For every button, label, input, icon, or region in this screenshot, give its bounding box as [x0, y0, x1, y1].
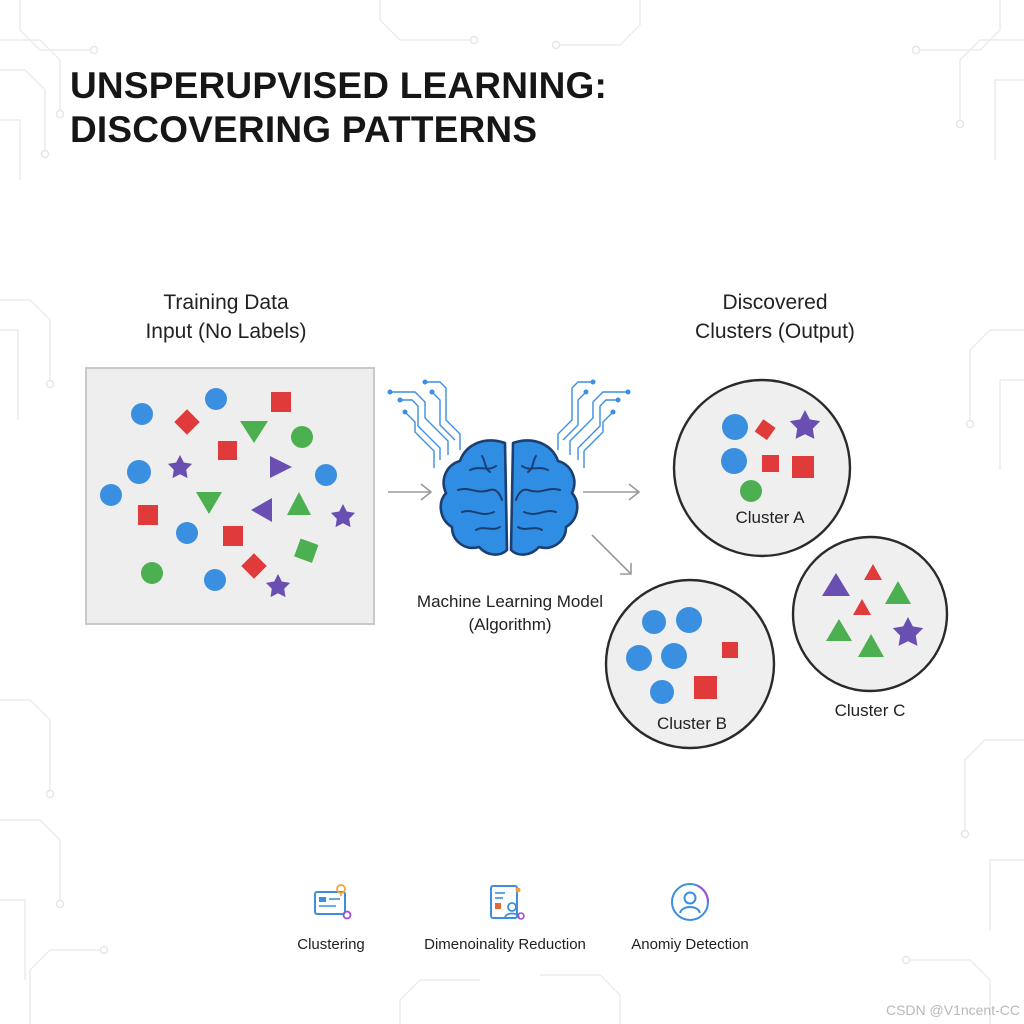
data-point-square: [241, 553, 267, 579]
data-point-square: [271, 392, 291, 412]
output-panel-label: Discovered Clusters (Output): [660, 288, 890, 346]
data-point-circle: [141, 562, 163, 584]
brain-right-hemisphere: [509, 439, 579, 556]
feature-clustering-label: Clustering: [297, 936, 365, 953]
cluster-point-circle: [650, 680, 674, 704]
data-point-triangle: [196, 492, 222, 514]
data-point-square: [223, 526, 243, 546]
arrow-to-cluster-b: [591, 534, 632, 575]
model-label-line-1: Machine Learning Model: [416, 592, 604, 611]
data-point-star: [330, 504, 356, 528]
data-point-triangle: [287, 492, 311, 515]
cluster-b: Cluster B: [604, 578, 776, 750]
cluster-point-circle: [740, 480, 762, 502]
cluster-point-triangle: [822, 573, 850, 596]
cluster-point-square: [792, 456, 814, 478]
data-point-square: [174, 409, 200, 435]
watermark: CSDN @V1ncent-CC: [885, 1002, 1020, 1018]
data-point-circle: [204, 569, 226, 591]
data-point-circle: [131, 403, 153, 425]
cluster-point-square: [754, 419, 776, 441]
clustering-icon: [314, 884, 352, 920]
data-point-circle: [127, 460, 151, 484]
feature-dimensionality-reduction: Dimenoinality Reduction: [414, 880, 596, 953]
anomaly-detection-icon: [671, 883, 709, 921]
cluster-point-circle: [642, 610, 666, 634]
input-panel-label: Training Data Input (No Labels): [110, 288, 342, 346]
cluster-point-star: [789, 410, 821, 439]
cluster-point-circle: [721, 448, 747, 474]
cluster-point-square: [722, 642, 738, 658]
model-label-line-2: (Algorithm): [468, 615, 552, 634]
cluster-point-square: [694, 676, 717, 699]
data-point-circle: [176, 522, 198, 544]
input-label-line-2: Input (No Labels): [145, 320, 307, 343]
brain-left-hemisphere: [439, 439, 509, 556]
cluster-point-triangle: [864, 564, 882, 580]
cluster-c-label: Cluster C: [835, 701, 906, 720]
data-point-circle: [205, 388, 227, 410]
feature-clustering: Clustering: [281, 880, 381, 953]
feature-anomaly-detection-label: Anomiy Detection: [631, 936, 749, 953]
data-point-triangle: [251, 498, 272, 522]
data-point-square: [218, 441, 237, 460]
data-point-circle: [291, 426, 313, 448]
arrow-into-model: [388, 483, 433, 501]
data-point-square: [294, 538, 319, 563]
data-point-circle: [100, 484, 122, 506]
feature-dimensionality-reduction-label: Dimenoinality Reduction: [424, 936, 586, 953]
data-point-triangle: [270, 456, 292, 478]
cluster-point-triangle: [885, 581, 911, 604]
feature-anomaly-detection: Anomiy Detection: [620, 880, 760, 953]
page-title: UNSPERUPVISED LEARNING: DISCOVERING PATT…: [70, 64, 607, 152]
data-point-star: [265, 574, 291, 598]
cluster-c: Cluster C: [791, 535, 949, 720]
cluster-point-triangle: [826, 619, 852, 641]
output-label-line-2: Clusters (Output): [695, 320, 855, 343]
training-data-panel: [85, 367, 375, 625]
data-point-star: [167, 455, 193, 479]
cluster-point-triangle: [853, 599, 871, 615]
training-data-points: [100, 388, 356, 598]
cluster-point-triangle: [858, 634, 884, 657]
cluster-point-circle: [661, 643, 687, 669]
cluster-point-circle: [626, 645, 652, 671]
cluster-a: Cluster A: [672, 378, 852, 558]
cluster-point-circle: [722, 414, 748, 440]
cluster-b-label: Cluster B: [657, 714, 727, 733]
cluster-a-label: Cluster A: [736, 508, 806, 527]
title-line-1: UNSPERUPVISED LEARNING:: [70, 65, 608, 106]
dimensionality-reduction-icon: [490, 885, 525, 920]
data-point-square: [138, 505, 158, 525]
brain-icon: [387, 379, 631, 556]
cluster-point-star: [892, 617, 924, 646]
cluster-point-circle: [676, 607, 702, 633]
arrow-to-cluster-a: [583, 483, 641, 501]
cluster-point-square: [762, 455, 779, 472]
output-label-line-1: Discovered: [722, 291, 828, 314]
flow-arrows: [388, 483, 641, 575]
model-label: Machine Learning Model (Algorithm): [380, 590, 640, 636]
data-point-triangle: [240, 421, 268, 443]
data-point-circle: [315, 464, 337, 486]
title-line-2: DISCOVERING PATTERNS: [70, 109, 538, 150]
input-label-line-1: Training Data: [163, 291, 289, 314]
